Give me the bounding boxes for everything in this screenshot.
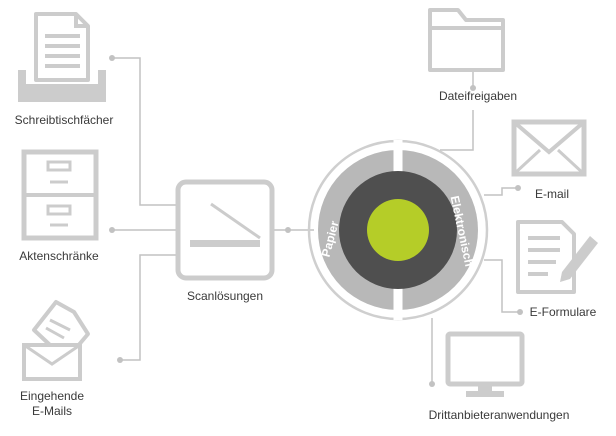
label-email: E-mail: [534, 187, 569, 201]
label-file-shares: Dateifreigaben: [438, 89, 518, 103]
label-file-cabinets: Aktenschränke: [19, 249, 99, 263]
connector-email: [484, 187, 518, 196]
envelope-with-document-icon: [22, 300, 90, 381]
label-desk-trays: Schreibtischfächer: [14, 113, 114, 127]
file-cabinet-icon: [21, 149, 99, 241]
connector-file-shares: [440, 110, 474, 151]
hub-core: [367, 199, 429, 261]
hub-rings: Papier Elektronisch: [307, 139, 489, 321]
label-third-party-apps: Drittanbieteranwendungen: [428, 408, 570, 422]
flatbed-scanner-icon: [175, 179, 275, 281]
label-scan-solutions: Scanlösungen: [186, 289, 264, 303]
connector-dots: [109, 55, 523, 387]
connector-lines: [112, 57, 520, 384]
monitor-icon: [445, 331, 525, 397]
connector-eforms: [484, 259, 520, 313]
folder-icon: [428, 8, 505, 72]
document-tray-icon: [18, 12, 106, 102]
label-eforms: E-Formulare: [529, 305, 597, 319]
connector-desk-trays: [112, 57, 178, 206]
connector-incoming-mail: [120, 254, 178, 361]
envelope-icon: [511, 119, 587, 177]
form-with-pen-icon: [516, 220, 598, 294]
label-incoming-line1: Eingehende: [19, 389, 85, 403]
label-incoming-line2: E-Mails: [31, 404, 72, 418]
